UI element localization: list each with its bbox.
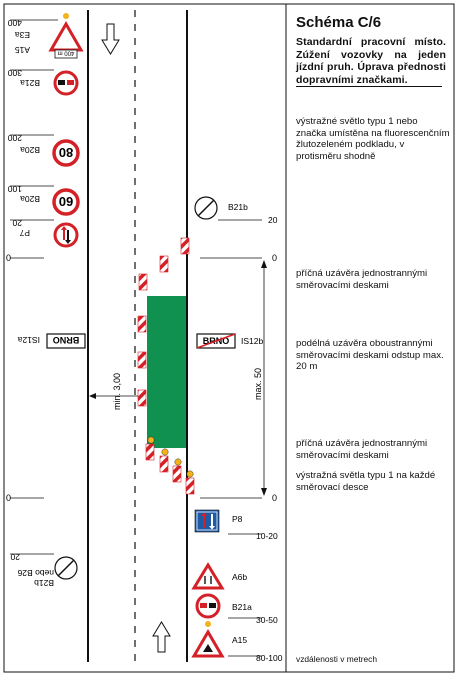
- warning-lamps: [147, 436, 194, 478]
- warning-lamp-icon: [174, 458, 182, 466]
- svg-text:P7: P7: [19, 228, 30, 238]
- warning-lamp-icon: [161, 448, 169, 456]
- direction-board: [137, 351, 147, 369]
- note-longitudinal: podélná uzávěra oboustrannými směrovacím…: [296, 338, 444, 372]
- sign-dist: 400: [8, 18, 22, 28]
- sign-right-a6b: A6b: [191, 562, 247, 590]
- title-separator: [296, 86, 442, 87]
- svg-text:20: 20: [10, 552, 20, 562]
- sign-right-p8: P8 10-20: [194, 509, 278, 541]
- scheme-subtitle: Standardní pracovní místo. Zúžení vozovk…: [296, 36, 446, 86]
- sign-left-b21a: B21a 300: [8, 68, 79, 96]
- svg-text:10-20: 10-20: [256, 531, 278, 541]
- svg-text:100: 100: [8, 184, 22, 194]
- svg-text:20: 20: [268, 215, 278, 225]
- zero-label-bottom-left: 0: [6, 493, 11, 503]
- sign-left-b20a-80: 80 B20a 200: [8, 133, 80, 167]
- svg-text:BRNO: BRNO: [53, 335, 80, 345]
- svg-text:400 m: 400 m: [58, 50, 75, 56]
- sign-left-b20a-60: 60 B20a 100: [8, 184, 80, 216]
- direction-board: [145, 443, 155, 461]
- sign-right-a15: A15 80-100: [191, 629, 283, 663]
- svg-text:B20a: B20a: [20, 145, 40, 155]
- svg-text:80: 80: [59, 145, 73, 160]
- direction-board: [185, 477, 195, 495]
- min-width-label: min. 3,00: [112, 373, 122, 410]
- svg-text:200: 200: [8, 133, 22, 143]
- svg-text:60: 60: [59, 194, 73, 209]
- zero-label-bottom-right: 0: [272, 493, 277, 503]
- svg-text:IS12b: IS12b: [241, 336, 263, 346]
- transverse-closure-bottom: [145, 443, 195, 495]
- direction-board: [180, 237, 190, 255]
- transverse-closure-top: [138, 237, 190, 291]
- note-warning-lamps: výstražná světla typu 1 na každé směrova…: [296, 470, 436, 493]
- svg-text:P8: P8: [232, 514, 243, 524]
- direction-board: [159, 255, 169, 273]
- sign-code: A15: [15, 45, 30, 55]
- sign-right-is12b: BRNO IS12b: [196, 333, 263, 349]
- svg-text:A6b: A6b: [232, 572, 247, 582]
- direction-board: [159, 455, 169, 473]
- note-transverse-bottom: příčná uzávěra jednostrannými směrovacím…: [296, 438, 428, 461]
- svg-text:B21b: B21b: [34, 578, 54, 588]
- longitudinal-closure: [137, 315, 147, 407]
- sign-left-a15: 400 m E3a A15 400: [8, 13, 84, 59]
- min-width-dimension: min. 3,00: [89, 373, 146, 410]
- arrow-down-icon: [101, 23, 120, 55]
- road: [87, 10, 188, 662]
- svg-text:30-50: 30-50: [256, 615, 278, 625]
- zero-label-top-left: 0: [6, 253, 11, 263]
- sign-left-is12a: BRNO IS12a: [18, 333, 86, 349]
- max-length-dimension: max. 50: [253, 260, 267, 496]
- note-warning-light: výstražné světlo typu 1 nebo značka umís…: [296, 116, 450, 162]
- svg-text:300: 300: [8, 68, 22, 78]
- svg-text:B21a: B21a: [20, 78, 40, 88]
- sign-right-b21a: B21a 30-50: [195, 593, 278, 627]
- direction-board: [172, 465, 182, 483]
- sign-left-p7: P7 20: [10, 218, 79, 248]
- zero-label-top-right: 0: [272, 253, 277, 263]
- work-zone: [147, 296, 186, 448]
- svg-text:80-100: 80-100: [256, 653, 283, 663]
- svg-text:IS12a: IS12a: [18, 335, 40, 345]
- svg-text:20: 20: [12, 218, 22, 228]
- scheme-title: Schéma C/6: [296, 14, 382, 31]
- sign-left-b21b: B21b nebo B26 20: [10, 552, 78, 588]
- max-length-label: max. 50: [253, 368, 263, 400]
- sign-right-b21b: B21b 20: [194, 196, 278, 225]
- svg-text:B20a: B20a: [20, 194, 40, 204]
- direction-board: [137, 389, 147, 407]
- svg-text:B21a: B21a: [232, 602, 252, 612]
- svg-text:B21b: B21b: [228, 202, 248, 212]
- direction-board: [137, 315, 147, 333]
- svg-text:A15: A15: [232, 635, 247, 645]
- arrow-up-icon: [152, 621, 171, 653]
- warning-lamp-icon: [186, 470, 194, 478]
- sign-code: E3a: [15, 30, 30, 40]
- units-footer: vzdálenosti v metrech: [296, 654, 377, 664]
- outer-border: [3, 3, 455, 673]
- svg-text:nebo B26: nebo B26: [17, 568, 54, 578]
- legend-panel: Schéma C/6 Standardní pracovní místo. Zú…: [286, 4, 454, 672]
- warning-lamp-icon: [147, 436, 155, 444]
- note-transverse-top: příčná uzávěra jednostrannými směrovacím…: [296, 268, 428, 291]
- direction-board: [138, 273, 148, 291]
